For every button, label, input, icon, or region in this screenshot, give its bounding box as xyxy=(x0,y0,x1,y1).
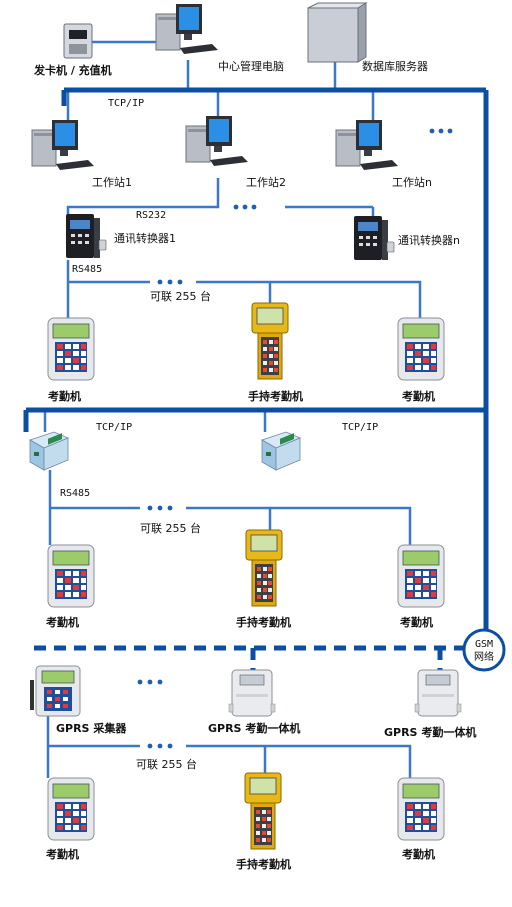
attendance-terminal-icon xyxy=(397,777,445,841)
gprs-terminal-icon xyxy=(228,669,276,717)
attendance-terminal-icon xyxy=(397,317,445,381)
central-pc-label: 中心管理电脑 xyxy=(218,59,284,73)
chain-capacity-label: 可联 255 台 xyxy=(136,757,197,771)
gprs-terminal-icon xyxy=(414,669,462,717)
converter-1-icon xyxy=(65,213,107,259)
handheld-terminal-icon xyxy=(244,772,282,850)
workstation-2-icon xyxy=(185,115,249,167)
rs232-label: RS232 xyxy=(136,210,166,221)
chain-capacity-label: 可联 255 台 xyxy=(140,521,201,535)
attendance-label: 考勤机 xyxy=(402,389,435,403)
gprs-collector-label: GPRS 采集器 xyxy=(56,721,127,735)
card-machine-icon xyxy=(63,23,93,59)
handheld-terminal-icon xyxy=(245,529,283,607)
workstation-2-label: 工作站2 xyxy=(246,175,286,189)
labels: 发卡机 / 充值机 中心管理电脑 数据库服务器 TCP/IP 工作站1 工作站2… xyxy=(33,59,476,871)
gprs-terminal-label: GPRS 考勤一体机 xyxy=(384,725,476,739)
attendance-label: 考勤机 xyxy=(48,389,81,403)
workstation-n-label: 工作站n xyxy=(392,175,432,189)
central-pc-icon xyxy=(155,3,219,55)
card-machine-label: 发卡机 / 充值机 xyxy=(33,63,112,77)
wires xyxy=(43,40,422,778)
gprs-terminal-label: GPRS 考勤一体机 xyxy=(208,721,300,735)
handheld-label: 手持考勤机 xyxy=(236,615,291,629)
attendance-label: 考勤机 xyxy=(46,847,79,861)
rs485-label: RS485 xyxy=(72,264,102,275)
workstation-n-icon xyxy=(335,119,399,171)
converter-n-icon xyxy=(353,215,395,261)
attendance-terminal-icon xyxy=(47,777,95,841)
tcpip-module-icon xyxy=(29,431,69,471)
tcpip-label: TCP/IP xyxy=(342,422,378,433)
tcpip-label: TCP/IP xyxy=(96,422,132,433)
gsm-dashed-link xyxy=(34,645,466,670)
gprs-collector-icon xyxy=(30,665,81,717)
backbone-lines xyxy=(23,87,489,630)
attendance-terminal-icon xyxy=(47,317,95,381)
workstation-1-icon xyxy=(31,119,95,171)
rs485-label: RS485 xyxy=(60,488,90,499)
gsm-network-badge: GSM 网络 xyxy=(462,628,506,672)
tcpip-module-icon xyxy=(261,431,301,471)
db-server-label: 数据库服务器 xyxy=(362,59,428,73)
gsm-label-network: 网络 xyxy=(474,650,494,663)
ellipsis-dots xyxy=(137,128,453,749)
attendance-label: 考勤机 xyxy=(402,847,435,861)
chain-capacity-label: 可联 255 台 xyxy=(150,289,211,303)
handheld-label: 手持考勤机 xyxy=(248,389,303,403)
database-server-icon xyxy=(307,2,368,63)
tcpip-label: TCP/IP xyxy=(108,98,144,109)
attendance-label: 考勤机 xyxy=(46,615,79,629)
attendance-terminal-icon xyxy=(397,544,445,608)
handheld-label: 手持考勤机 xyxy=(236,857,291,871)
attendance-label: 考勤机 xyxy=(400,615,433,629)
gsm-label: GSM xyxy=(475,639,493,650)
converter-n-label: 通讯转换器n xyxy=(398,233,460,247)
workstation-1-label: 工作站1 xyxy=(92,175,132,189)
converter-1-label: 通讯转换器1 xyxy=(114,231,176,245)
attendance-terminal-icon xyxy=(47,544,95,608)
handheld-terminal-icon xyxy=(251,302,289,380)
